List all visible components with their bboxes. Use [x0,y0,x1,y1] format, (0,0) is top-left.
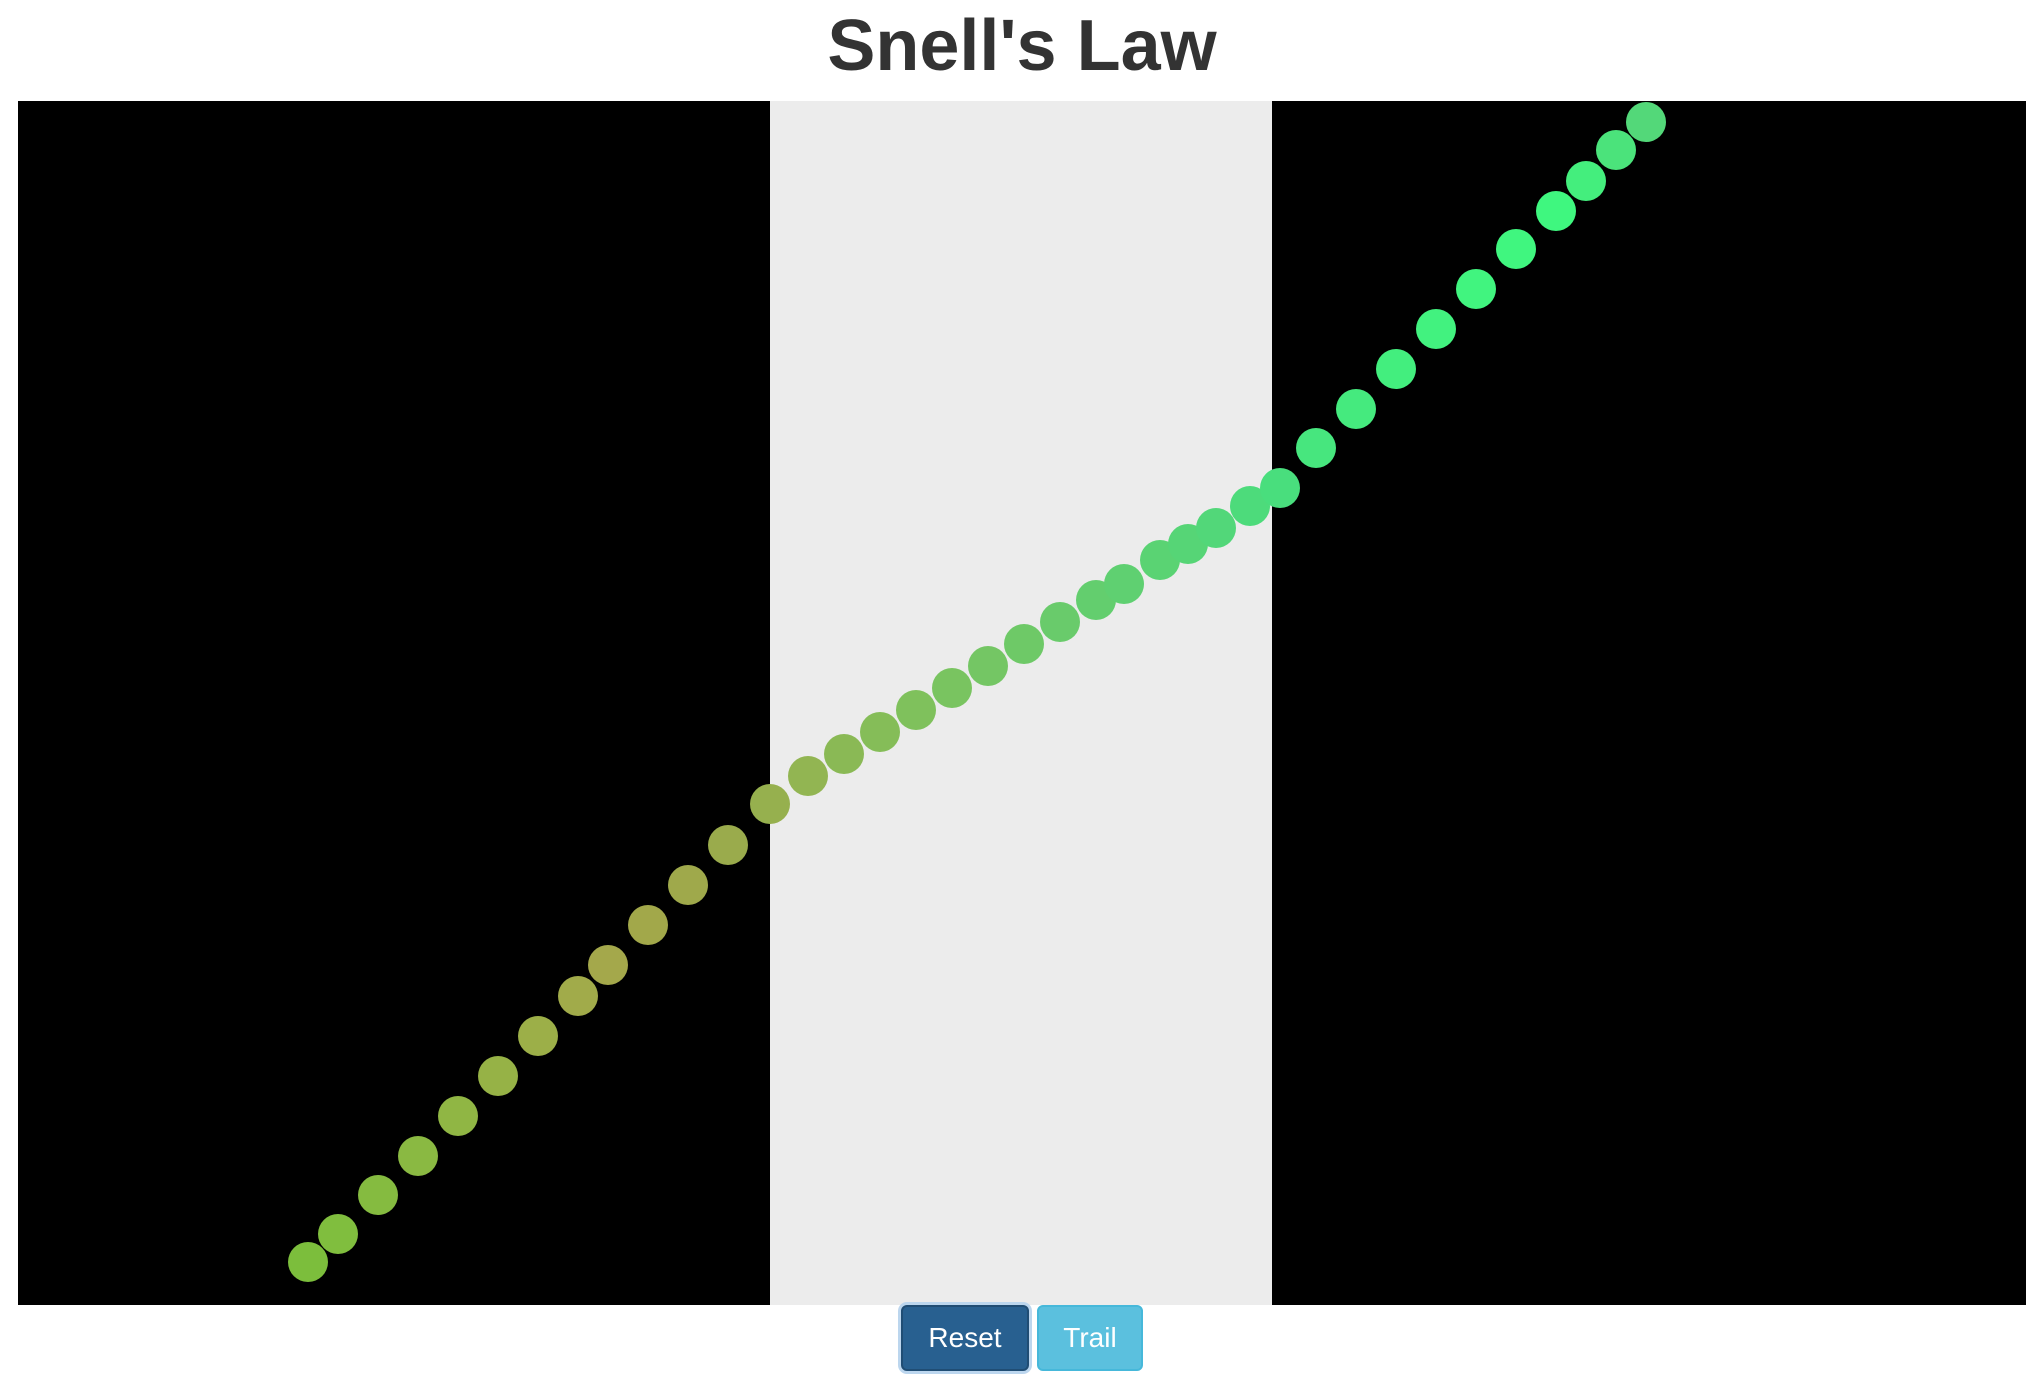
light-particle-dot [1040,602,1080,642]
light-particle-dot [588,945,628,985]
light-particle-dot [1196,508,1236,548]
light-particle-dot [750,784,790,824]
light-particle-dot [788,756,828,796]
light-particle-dot [438,1096,478,1136]
reset-button[interactable]: Reset [901,1305,1029,1371]
light-particle-dot [1376,349,1416,389]
controls-bar: Reset Trail [0,1305,2044,1375]
light-particle-dot [1230,486,1270,526]
light-particle-dot [1104,564,1144,604]
left-medium [18,101,770,1305]
light-particle-dot [288,1242,328,1282]
light-particle-dot [708,825,748,865]
right-medium [1272,101,2026,1305]
light-particle-dot [318,1214,358,1254]
light-particle-dot [1626,102,1666,142]
light-particle-dot [1536,191,1576,231]
light-particle-dot [668,865,708,905]
light-particle-dot [860,712,900,752]
trail-button[interactable]: Trail [1037,1305,1143,1371]
light-particle-dot [1456,269,1496,309]
light-particle-dot [1004,624,1044,664]
light-particle-dot [478,1056,518,1096]
light-particle-dot [1566,161,1606,201]
simulation-canvas[interactable] [18,101,2026,1305]
light-particle-dot [932,668,972,708]
light-particle-dot [518,1016,558,1056]
light-particle-dot [1496,229,1536,269]
light-particle-dot [1296,428,1336,468]
light-particle-dot [1260,468,1300,508]
light-particle-dot [896,690,936,730]
simulation-svg [18,101,2026,1305]
light-particle-dot [1596,130,1636,170]
light-particle-dot [824,734,864,774]
light-particle-dot [628,905,668,945]
light-particle-dot [968,646,1008,686]
light-particle-dot [1336,389,1376,429]
middle-medium [770,101,1272,1305]
light-particle-trail [288,102,1666,1282]
light-particle-dot [398,1136,438,1176]
page-title: Snell's Law [827,6,1217,86]
light-particle-dot [358,1175,398,1215]
light-particle-dot [558,976,598,1016]
light-particle-dot [1416,309,1456,349]
